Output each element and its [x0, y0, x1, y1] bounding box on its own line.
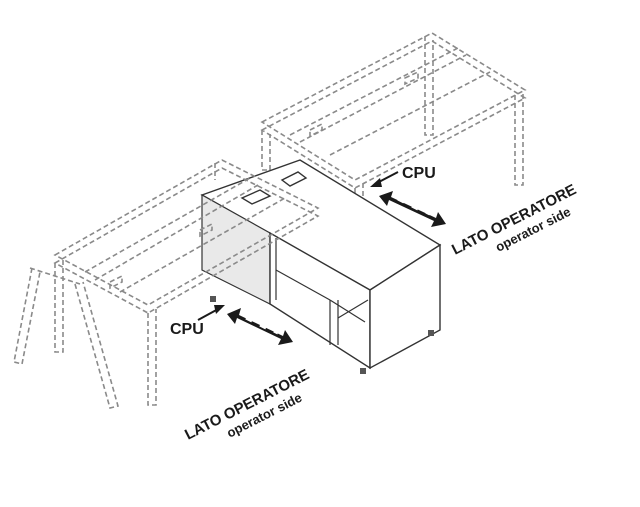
cpu-label-top: CPU [402, 165, 436, 182]
double-arrow-icon-bottom [227, 308, 293, 345]
storage-cabinet [200, 159, 442, 374]
double-arrow-icon-top [379, 191, 446, 227]
cpu-pointer-arrow-bottom [197, 305, 225, 321]
front-desk-frame [13, 159, 320, 409]
cpu-pointer-arrow-top [370, 171, 399, 187]
back-desk-frame [260, 32, 527, 221]
cpu-label-bottom: CPU [170, 321, 204, 338]
